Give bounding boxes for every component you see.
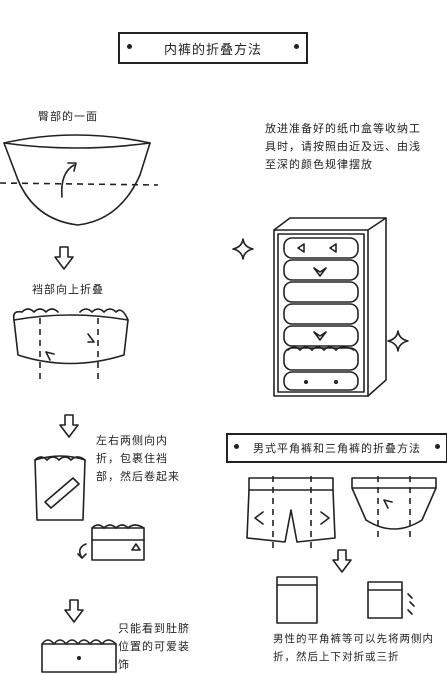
rotate-arrow-icon [77,543,87,559]
storage-box-drawing [273,217,387,397]
panty-title: 内裤的折叠方法 [163,42,262,58]
folded-underwear-icon [283,237,359,259]
arrow-down-icon [64,599,84,623]
folded-underwear-icon [283,325,359,347]
mens-title: 男式平角裤和三角裤的折叠方法 [253,442,421,455]
arrow-down-icon [332,549,352,573]
boxer-shorts-drawing [246,476,336,548]
folded-underwear-icon [283,281,359,303]
mens-text: 男性的平角裤等可以先将两侧内折，然后上下对折或三折 [273,633,434,663]
folded-underwear-icon [283,259,359,281]
storage-text: 放进准备好的纸巾盒等收纳工具时，请按照由近及远、由浅至深的颜色规律摆放 [265,122,421,171]
briefs-drawing [351,476,437,540]
briefs-folded-drawing [367,581,415,619]
pin-dot [234,444,239,449]
sparkle-icon [387,330,409,352]
step3-text: 左右两侧向内折，包裹住裆部，然后卷起来 [96,434,180,483]
step4-text: 只能看到肚脐位置的可爱装饰 [118,622,190,671]
mens-title-box: 男式平角裤和三角裤的折叠方法 [226,433,447,463]
panty-side-fold-drawing [34,455,86,521]
panty-title-box: 内裤的折叠方法 [118,32,308,64]
panty-crotch-fold-drawing [12,308,129,382]
pin-dot [435,444,440,449]
folded-underwear-icon [283,303,359,325]
sparkle-icon [232,238,254,260]
folded-underwear-icon [283,346,359,371]
panty-back-drawing [0,134,159,226]
folded-underwear-icon [283,371,359,391]
step1-label: 臀部的一面 [38,110,98,123]
boxer-folded-drawing [276,576,318,624]
step2-label: 裆部向上折叠 [32,283,104,296]
pin-dot [127,44,132,49]
panty-rolled-drawing [91,524,145,561]
pin-dot [294,44,299,49]
panty-final-drawing [41,639,117,673]
arrow-down-icon [59,414,79,438]
arrow-down-icon [54,246,74,270]
